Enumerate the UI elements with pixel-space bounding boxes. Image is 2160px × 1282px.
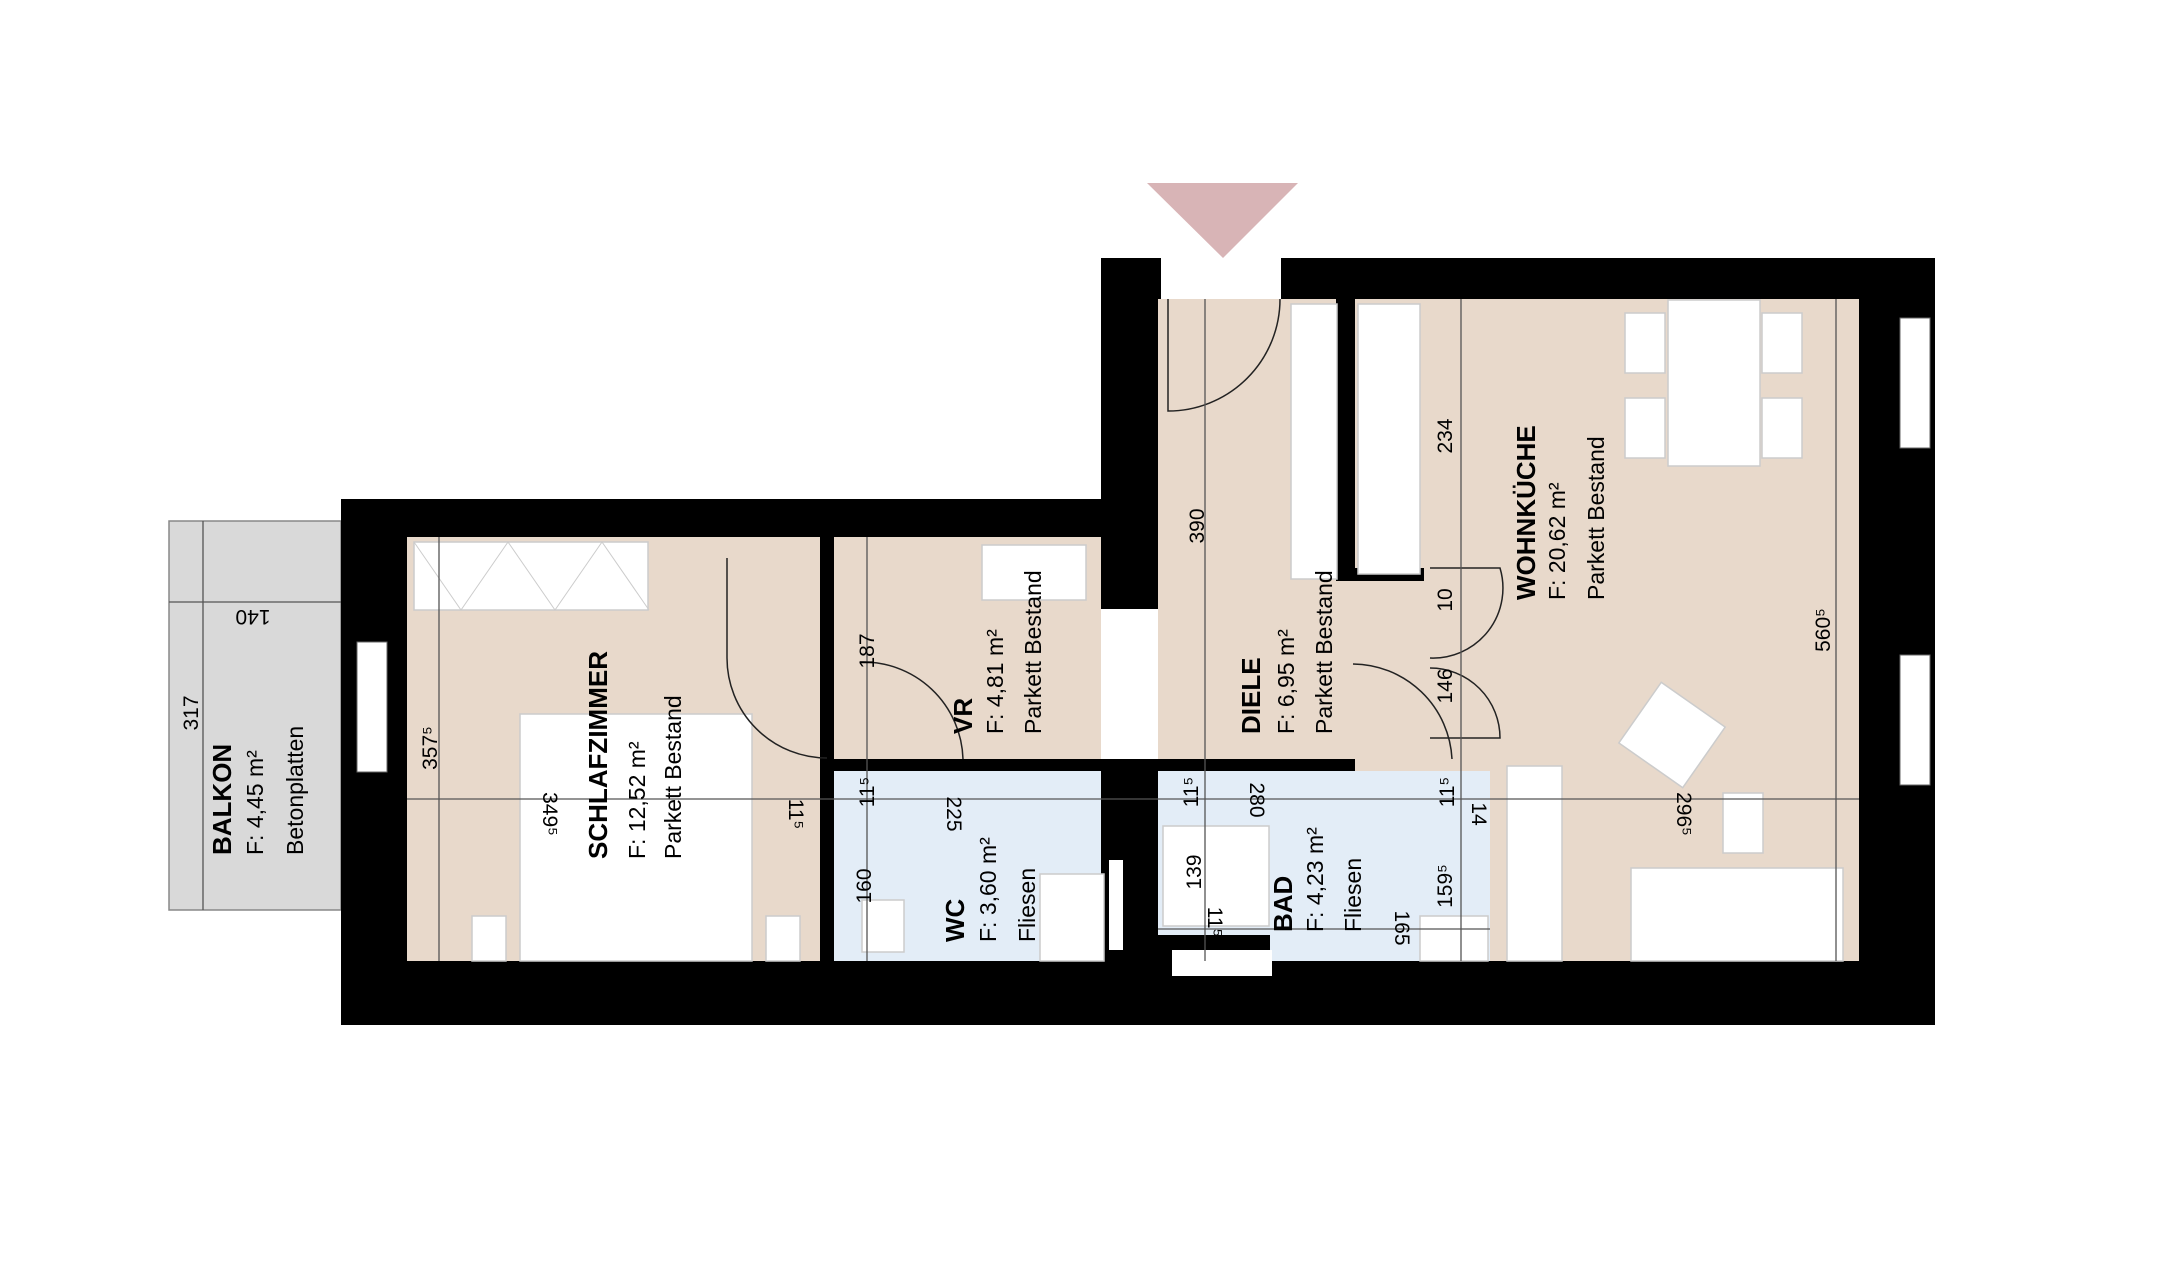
dim-label: 11⁵ <box>1180 777 1203 808</box>
passage-gap <box>1101 609 1158 759</box>
window-schlafzimmer <box>356 641 388 773</box>
entrance-door-opening[interactable] <box>1161 258 1281 299</box>
dim-label: 140 <box>235 605 270 628</box>
dim-label: 11⁵ <box>856 777 879 808</box>
dim-label: 280 <box>1245 782 1268 817</box>
room-name: WOHNKÜCHE <box>1511 425 1541 600</box>
dim-label: 159⁵ <box>1434 864 1457 908</box>
dim-label: 14 <box>1467 802 1490 826</box>
room-area: F: 4,45 m² <box>242 750 268 855</box>
room-label-schlafzimmer: SCHLAFZIMMER F: 12,52 m² Parkett Bestand <box>583 651 686 859</box>
entrance-arrow-icon <box>1147 183 1298 258</box>
dim-label: 225 <box>942 796 965 831</box>
bad-niche <box>1172 950 1272 976</box>
dim-label: 187 <box>856 633 879 668</box>
room-label-balkon: BALKON F: 4,45 m² Betonplatten <box>207 726 308 855</box>
room-floor: Fliesen <box>1340 858 1366 932</box>
room-label-wohnkueche: WOHNKÜCHE F: 20,62 m² Parkett Bestand <box>1511 425 1609 600</box>
dimension-lines <box>169 299 1859 961</box>
room-label-wc: WC F: 3,60 m² Fliesen <box>940 837 1040 942</box>
kitchen-wall <box>1336 299 1355 581</box>
room-name: SCHLAFZIMMER <box>583 651 613 859</box>
dim-label: 11⁵ <box>1436 777 1459 808</box>
balcony-floor <box>168 520 342 911</box>
room-label-vr: VR F: 4,81 m² Parkett Bestand <box>948 570 1046 734</box>
room-area: F: 4,81 m² <box>982 629 1008 734</box>
room-floor: Parkett Bestand <box>1020 570 1046 734</box>
room-floor: Parkett Bestand <box>1583 436 1609 600</box>
room-area: F: 20,62 m² <box>1544 482 1570 600</box>
furniture <box>413 299 1844 962</box>
dim-label: 11⁵ <box>1203 907 1226 938</box>
dim-label: 139 <box>1183 854 1206 889</box>
window-wohnkueche-2 <box>1899 654 1931 786</box>
dim-label: 146 <box>1434 668 1457 703</box>
dim-label: 234 <box>1434 418 1457 453</box>
room-area: F: 6,95 m² <box>1273 629 1299 734</box>
dim-label: 165 <box>1390 910 1413 945</box>
room-name: BALKON <box>207 744 237 855</box>
dim-label: 10 <box>1434 588 1457 611</box>
room-floor: Parkett Bestand <box>660 695 686 859</box>
dim-label: 390 <box>1186 508 1209 543</box>
dim-label: 296⁵ <box>1672 792 1695 836</box>
room-floor: Betonplatten <box>282 726 308 855</box>
window-wohnkueche-1 <box>1899 317 1931 449</box>
dim-label: 317 <box>180 695 203 730</box>
room-name: DIELE <box>1236 657 1266 734</box>
room-name: WC <box>940 898 970 942</box>
doors[interactable] <box>726 298 1504 760</box>
room-label-diele: DIELE F: 6,95 m² Parkett Bestand <box>1236 570 1337 734</box>
room-area: F: 3,60 m² <box>975 837 1001 942</box>
room-name: VR <box>948 698 978 734</box>
room-name: BAD <box>1268 876 1298 932</box>
dim-label: 349⁵ <box>538 792 561 836</box>
dim-label: 11⁵ <box>784 799 807 830</box>
dimension-labels: 140 317 357⁵ 349⁵ 11⁵ 187 390 234 10 146… <box>180 418 1835 945</box>
dim-label: 560⁵ <box>1812 608 1835 652</box>
room-floor: Fliesen <box>1014 868 1040 942</box>
room-area: F: 4,23 m² <box>1302 827 1328 932</box>
room-label-bad: BAD F: 4,23 m² Fliesen <box>1268 827 1366 932</box>
dim-label: 357⁵ <box>419 726 442 770</box>
room-floor: Parkett Bestand <box>1311 570 1337 734</box>
wc-window-vent <box>1109 860 1123 950</box>
dim-label: 160 <box>853 868 876 903</box>
room-area: F: 12,52 m² <box>624 741 650 859</box>
